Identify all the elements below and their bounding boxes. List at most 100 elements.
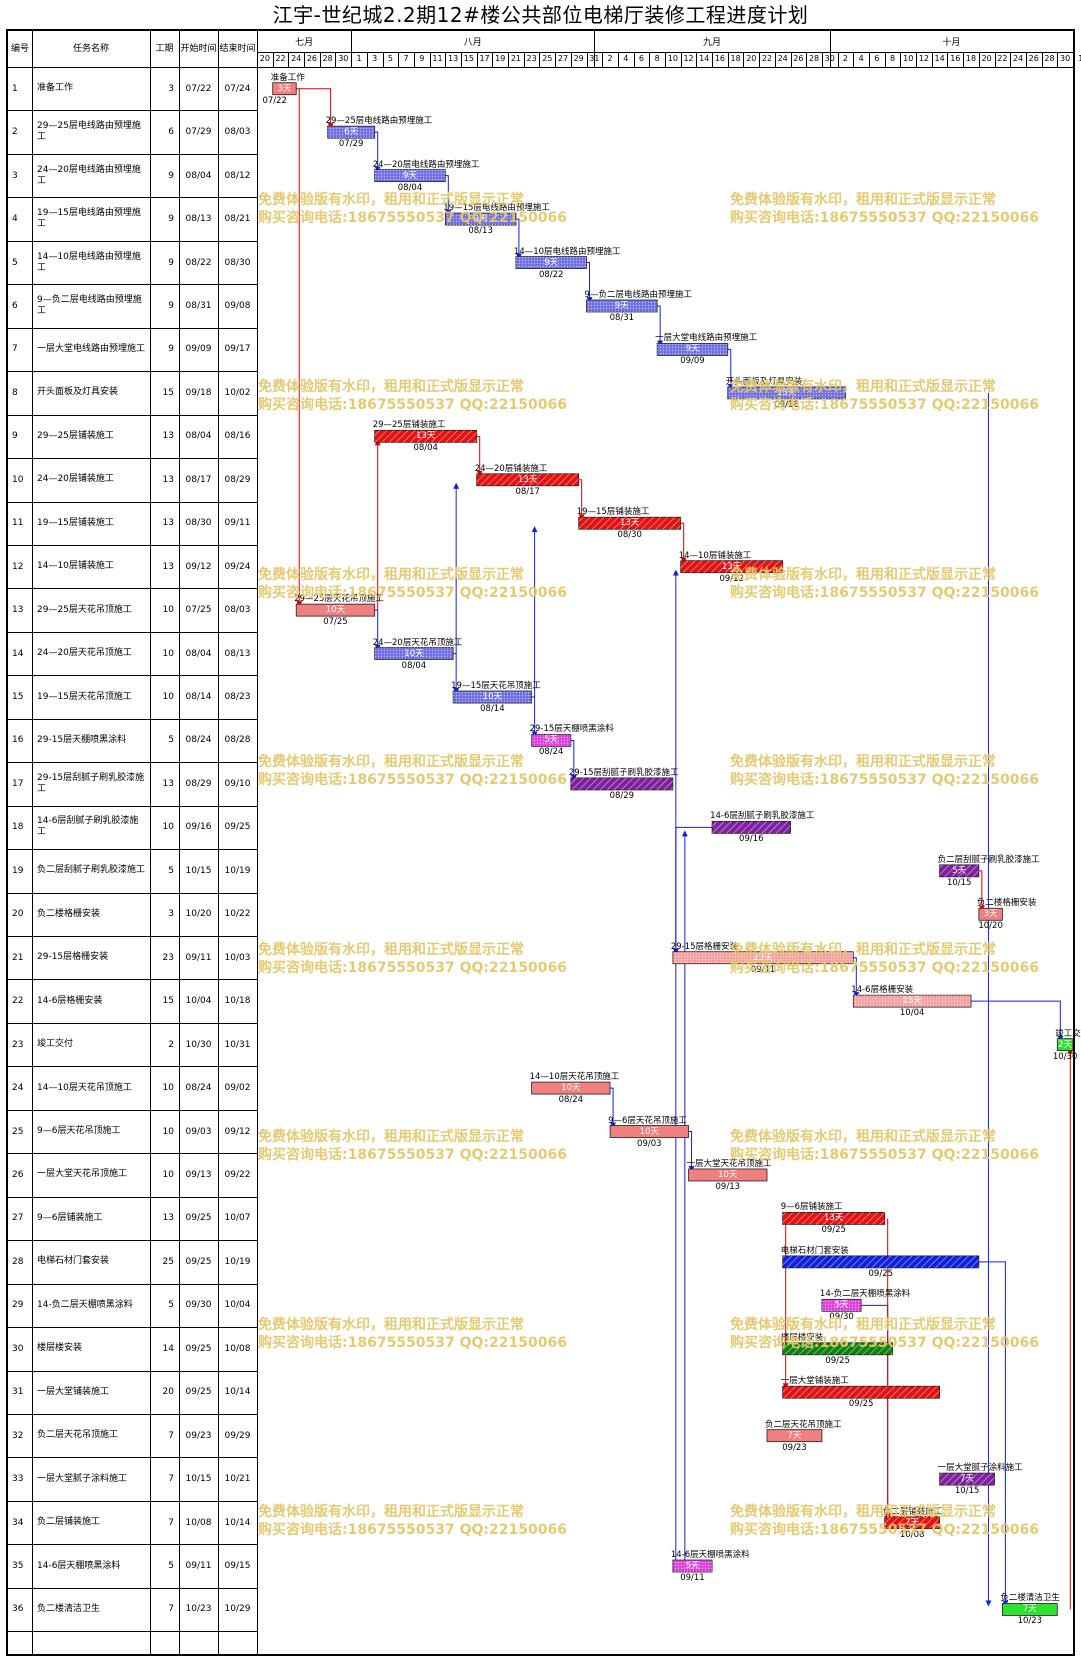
gantt-bar[interactable] [374,429,478,443]
gantt-bar[interactable] [672,951,854,965]
row-divider [8,501,257,503]
task-end: 10/03 [224,952,251,963]
task-name: 24—20层铺装施工 [37,474,114,485]
day-tick: 7 [403,54,409,63]
task-end: 08/29 [224,474,251,485]
day-divider [539,52,541,67]
task-start: 08/24 [185,1083,212,1094]
gantt-bar[interactable] [766,1429,823,1443]
gantt-bar[interactable] [939,1472,995,1486]
task-dur: 9 [168,300,174,311]
gantt-bar[interactable] [295,603,376,617]
column-divider [257,31,258,1654]
gantt-bar[interactable] [609,1125,689,1138]
gantt-bar[interactable] [515,256,587,269]
column-divider [32,31,33,1654]
bar-label: 14-6层天棚喷黑涂料 [670,1550,750,1561]
day-tick: 18 [965,54,977,63]
dependency-link [610,1087,617,1129]
watermark: 免费体验版有水印，租用和正式版显示正常购买咨询电话:18675550537 QQ… [258,1503,567,1539]
gantt-bar[interactable] [476,473,580,487]
watermark: 免费体验版有水印，租用和正式版显示正常购买咨询电话:18675550537 QQ… [730,1503,1039,1539]
task-id: 31 [12,1387,24,1398]
task-end: 09/10 [224,778,251,789]
gantt-bar[interactable] [978,907,1003,921]
gantt-bar[interactable] [782,1385,941,1399]
gantt-bar[interactable] [374,169,446,183]
day-tick: 12 [918,54,929,63]
row-divider [8,197,257,199]
bar-label: 一层大堂铺装施工 [780,1376,849,1387]
gantt-bar[interactable] [531,734,572,747]
gantt-bar[interactable] [939,864,980,878]
gantt-bar[interactable] [680,560,784,574]
gantt-bar[interactable] [688,1168,768,1182]
day-divider [743,52,745,67]
gantt-bar[interactable] [821,1298,862,1312]
row-divider [8,414,257,416]
bar-duration: 7天 [787,1430,802,1441]
gantt-bar[interactable] [272,82,297,96]
gantt-bar[interactable] [531,1081,611,1095]
gantt-bar[interactable] [711,820,791,834]
task-start: 08/13 [185,214,212,225]
watermark-line: 免费体验版有水印，租用和正式版显示正常 [730,192,996,208]
header-line [257,52,1073,53]
day-tick: 5 [387,54,393,63]
gantt-bar[interactable] [782,1212,886,1225]
row-divider [8,371,257,373]
gantt-bar[interactable] [782,1255,980,1269]
day-tick: 17 [479,54,490,63]
day-divider [382,52,384,67]
day-divider [304,52,306,67]
gantt-bar[interactable] [578,516,682,530]
gantt-bar[interactable] [374,647,454,660]
gantt-bar[interactable] [1056,1038,1073,1052]
task-name: 29-15层刮腻子刷乳胶漆施工 [37,772,145,794]
task-name: 14-负二层天棚喷黑涂料 [37,1299,133,1310]
task-start: 08/04 [185,170,212,181]
task-id: 30 [12,1343,24,1354]
dependency-link [727,348,734,390]
task-end: 10/29 [224,1604,251,1615]
gantt-bar[interactable] [672,1559,713,1573]
bar-start-date: 09/25 [868,1268,894,1279]
day-tick: 20 [746,54,757,63]
gantt-bar[interactable] [586,299,658,313]
gantt-bar[interactable] [452,690,533,704]
bar-duration: 13天 [518,474,538,485]
bar-start-date: 10/30 [1052,1051,1078,1062]
task-start: 08/14 [185,692,212,703]
bar-label: 24—20层天花吊顶施工 [372,637,463,648]
bar-start-date: 09/12 [719,573,744,584]
watermark: 免费体验版有水印，租用和正式版显示正常购买咨询电话:18675550537 QQ… [258,753,567,789]
bar-label: 14-6层刮腻子刷乳胶漆施工 [710,811,815,822]
gantt-bar[interactable] [884,1516,941,1529]
gantt-bar[interactable] [570,777,674,791]
task-name: 负二楼清洁卫生 [37,1603,101,1614]
task-end: 09/22 [224,1169,251,1180]
day-tick: 28 [1044,54,1055,63]
dependency-link [672,826,791,955]
watermark-line: 免费体验版有水印，租用和正式版显示正常 [258,942,524,958]
task-start: 10/15 [185,1474,212,1485]
gantt-bar[interactable] [727,386,846,400]
gantt-bar[interactable] [1001,1603,1058,1616]
task-end: 09/25 [224,822,251,833]
task-name: 14-6层天棚喷黑涂料 [37,1560,121,1571]
task-id: 24 [12,1083,24,1094]
task-name: 24—20层电线路由预埋施工 [37,164,141,186]
gantt-bar[interactable] [852,994,972,1008]
row-divider [8,1283,257,1285]
gantt-bar[interactable] [327,125,376,139]
day-tick: 1 [1078,54,1081,63]
gantt-bar[interactable] [656,343,729,356]
bar-start-date: 08/04 [397,182,423,193]
page-title: 江宇-世纪城2.2期12#楼公共部位电梯厅装修工程进度计划 [272,3,809,27]
row-divider [8,153,257,155]
gantt-bar[interactable] [444,212,517,226]
gantt-bar[interactable] [782,1342,893,1356]
day-divider [837,52,839,67]
